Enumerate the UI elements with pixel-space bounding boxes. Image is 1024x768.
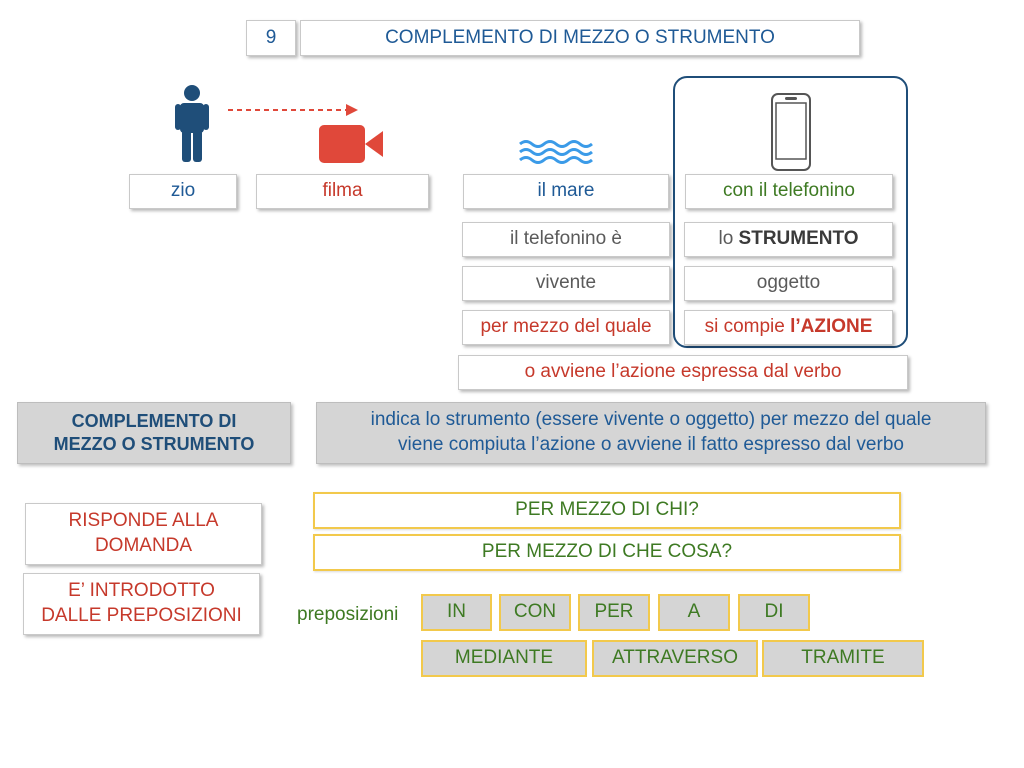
analysis-right-row3: si compie l’AZIONE: [684, 310, 893, 345]
prepositions-caption: preposizioni: [297, 604, 399, 625]
preposition-tramite: TRAMITE: [762, 640, 924, 677]
definition-term-line1: COMPLEMENTO DI: [71, 410, 237, 431]
azione-label: l’AZIONE: [790, 316, 873, 338]
preposition-a: A: [658, 594, 730, 631]
sentence-verb: filma: [256, 174, 429, 209]
definition-text-line2: viene compiuta l’azione o avviene il fat…: [398, 434, 904, 455]
complement-highlight-frame: [673, 76, 908, 348]
introduced-by-label: E’ INTRODOTTO DALLE PREPOSIZIONI: [23, 573, 260, 635]
preposition-per: PER: [578, 594, 650, 631]
preposition-in: IN: [421, 594, 492, 631]
slide-number: 9: [246, 20, 296, 56]
preposition-con: CON: [499, 594, 571, 631]
sentence-object: il mare: [463, 174, 669, 209]
waves-icon: [519, 140, 593, 164]
page-title: COMPLEMENTO DI MEZZO O STRUMENTO: [300, 20, 860, 56]
person-icon: [175, 85, 209, 162]
introduced-by-line2: DALLE PREPOSIZIONI: [41, 605, 242, 626]
sentence-subject: zio: [129, 174, 237, 209]
answers-question-line1: RISPONDE ALLA: [68, 510, 219, 532]
strumento-prefix: lo: [718, 228, 739, 250]
answers-question-line2: DOMANDA: [94, 535, 193, 556]
definition-text: indica lo strumento (essere vivente o og…: [316, 402, 986, 464]
sentence-complement: con il telefonino: [685, 174, 893, 209]
analysis-left-row3: per mezzo del quale: [462, 310, 670, 345]
question-chi: PER MEZZO DI CHI?: [313, 492, 901, 529]
introduced-by-line1: E’ INTRODOTTO: [68, 580, 215, 602]
analysis-footer: o avviene l’azione espressa dal verbo: [458, 355, 908, 390]
definition-text-line1: indica lo strumento (essere vivente o og…: [370, 409, 932, 431]
azione-prefix: si compie: [704, 316, 791, 338]
definition-term-line2: MEZZO O STRUMENTO: [53, 434, 255, 454]
answers-question-label: RISPONDE ALLA DOMANDA: [25, 503, 262, 565]
preposition-mediante: MEDIANTE: [421, 640, 587, 677]
strumento-label: STRUMENTO: [738, 228, 859, 250]
analysis-left-row1: il telefonino è: [462, 222, 670, 257]
dashed-arrow-icon: [228, 104, 358, 116]
preposition-di: DI: [738, 594, 810, 631]
video-camera-icon: [319, 125, 383, 163]
smartphone-icon: [771, 93, 811, 171]
analysis-right-row1: lo STRUMENTO: [684, 222, 893, 257]
question-che-cosa: PER MEZZO DI CHE COSA?: [313, 534, 901, 571]
definition-term: COMPLEMENTO DI MEZZO O STRUMENTO: [17, 402, 291, 464]
analysis-right-row2: oggetto: [684, 266, 893, 301]
analysis-left-row2: vivente: [462, 266, 670, 301]
preposition-attraverso: ATTRAVERSO: [592, 640, 758, 677]
